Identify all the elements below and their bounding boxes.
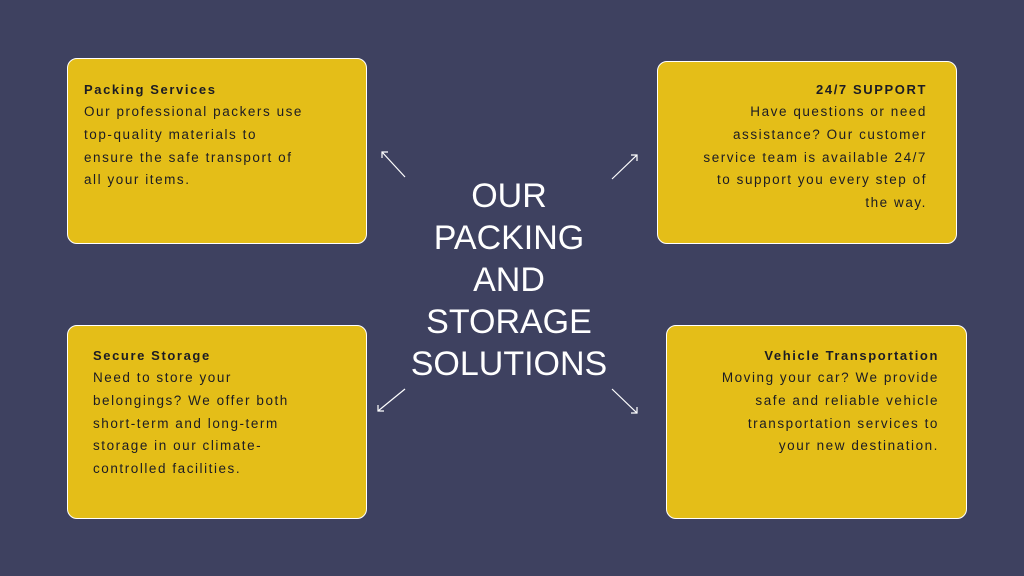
text-line: storage in our climate-	[93, 438, 263, 454]
text-line: top-quality materials to	[84, 126, 258, 142]
packing-services-title: Packing Services	[84, 82, 217, 97]
text-line: to support you every step of	[717, 172, 927, 188]
arrow-up-right-icon	[611, 154, 638, 180]
arrow-down-right-icon	[611, 388, 638, 414]
text-line: service team is available 24/7	[703, 149, 927, 165]
arrow-up-left-icon	[381, 151, 406, 178]
text-line: transportation services to	[747, 415, 939, 431]
text-line: the way.	[865, 195, 927, 211]
secure-storage-card: Secure Storage Need to store your belong…	[67, 325, 367, 519]
text-line: belongings? We offer both	[93, 392, 289, 408]
text-line: short-term and long-term	[93, 415, 279, 431]
title-line: OUR	[471, 177, 547, 215]
main-title: OUR PACKING AND STORAGE SOLUTIONS	[400, 175, 618, 385]
text-line: all your items.	[84, 172, 191, 188]
text-line: Have questions or need	[750, 104, 927, 119]
text-line: controlled facilities.	[93, 461, 242, 477]
text-line: safe and reliable vehicle	[755, 392, 939, 408]
vehicle-transportation-title: Vehicle Transportation	[764, 348, 939, 363]
support-description: Have questions or need assistance? Our c…	[678, 101, 927, 215]
text-line: your new destination.	[778, 438, 939, 454]
secure-storage-description: Need to store your belongings? We offer …	[93, 367, 326, 481]
vehicle-transportation-description: Moving your car? We provide safe and rel…	[687, 367, 939, 458]
vehicle-transportation-card: Vehicle Transportation Moving your car? …	[666, 325, 967, 519]
packing-services-card: Packing Services Our professional packer…	[67, 58, 367, 244]
secure-storage-title: Secure Storage	[93, 348, 211, 363]
title-line: SOLUTIONS	[410, 345, 608, 383]
title-line: STORAGE	[426, 303, 592, 341]
support-card: 24/7 SUPPORT Have questions or need assi…	[657, 61, 957, 244]
packing-services-description: Our professional packers use top-quality…	[84, 101, 336, 192]
text-line: Our professional packers use	[84, 104, 303, 119]
title-line: AND	[473, 261, 545, 299]
text-line: assistance? Our customer	[732, 126, 927, 142]
text-line: Moving your car? We provide	[721, 370, 939, 385]
text-line: ensure the safe transport of	[84, 149, 293, 165]
support-title: 24/7 SUPPORT	[816, 82, 927, 97]
arrow-down-left-icon	[377, 388, 406, 412]
text-line: Need to store your	[93, 370, 232, 385]
title-line: PACKING	[433, 219, 585, 257]
